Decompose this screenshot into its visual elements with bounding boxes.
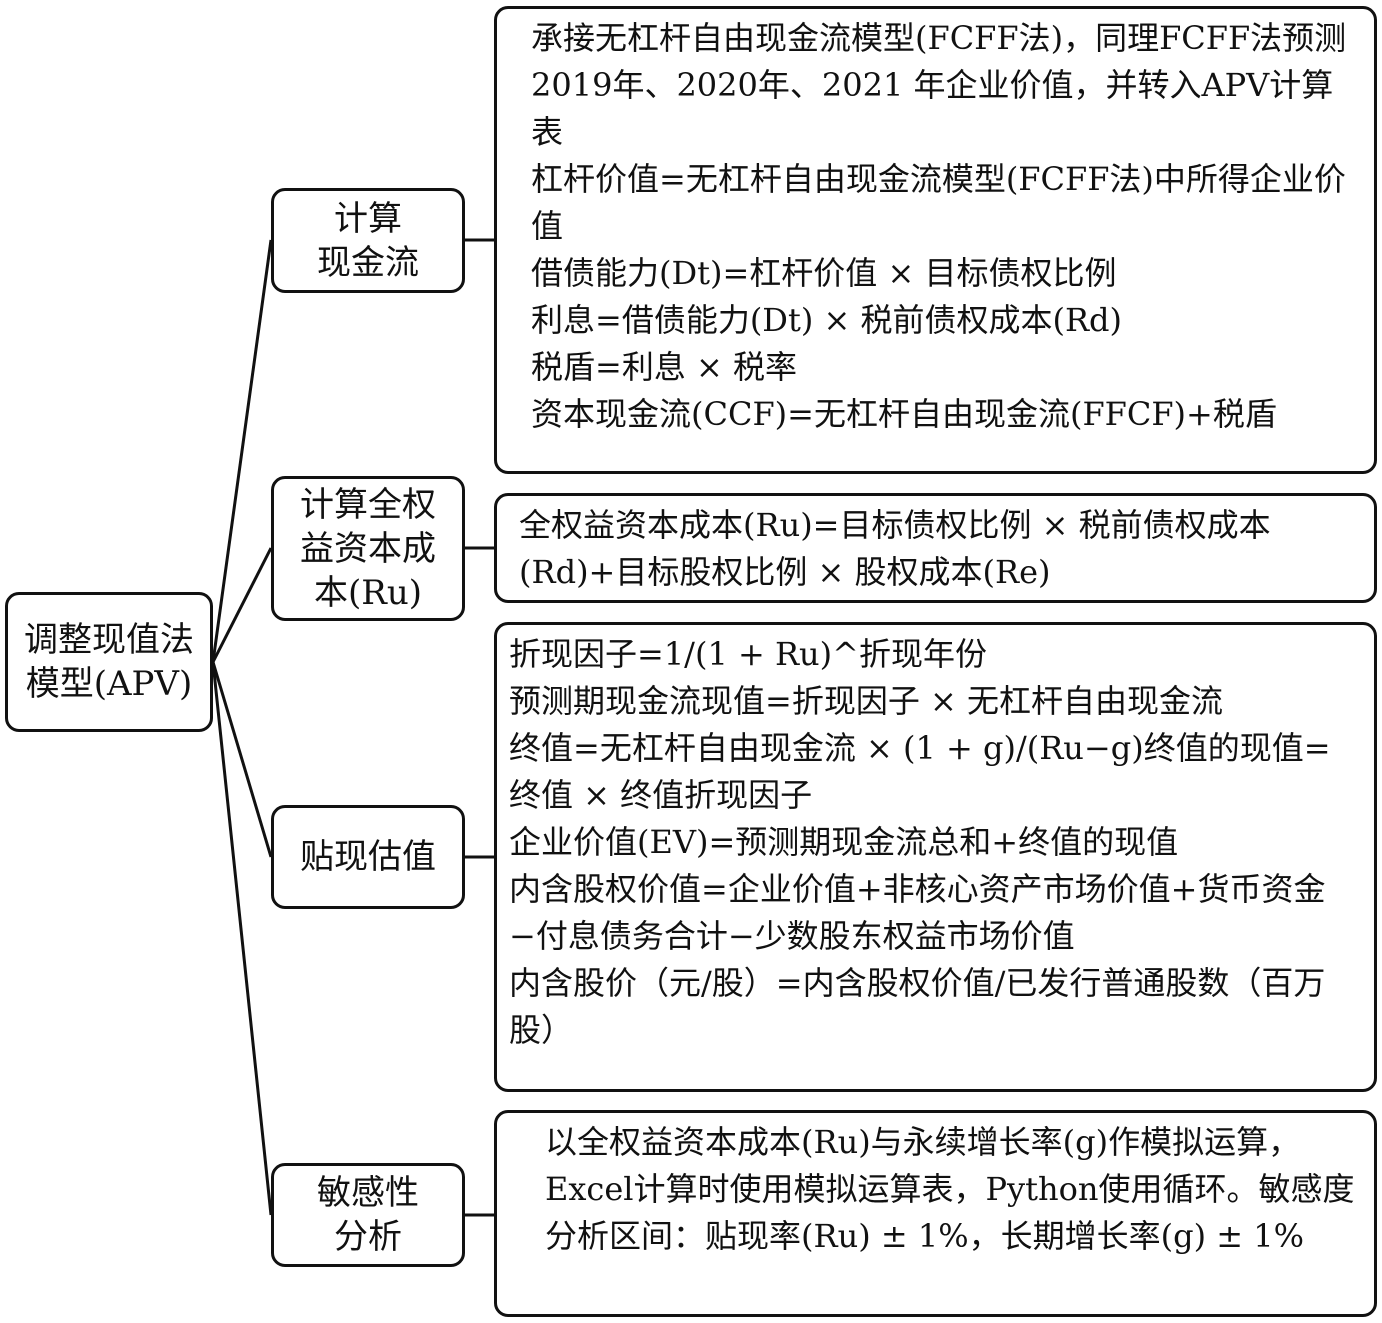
branch-label-line: 贴现估值 <box>300 837 436 877</box>
branch-label-line: 本(Ru) <box>313 572 423 613</box>
detail-item: 内含股价（元/股）=内含股权价值/已发行普通股数（百万股） <box>509 964 1326 1049</box>
branch-label-line: 现金流 <box>317 242 419 283</box>
branch-calc-unlevered-cost: 计算全权 益资本成 本(Ru) <box>271 476 465 621</box>
detail-item: 企业价值(EV)=预测期现金流总和+终值的现值 <box>509 823 1179 861</box>
detail-item: 折现因子=1/(1 + Ru)^折现年份 <box>509 635 987 673</box>
detail-box-unlevered-cost: 全权益资本成本(Ru)=目标债权比例 × 税前债权成本(Rd)+目标股权比例 ×… <box>494 493 1377 603</box>
branch-discount-valuation: 贴现估值 <box>271 805 465 909</box>
detail-item: 终值=无杠杆自由现金流 × (1 + g)/(Ru−g)终值的现值=终值 × 终… <box>509 729 1331 814</box>
branch-label-line: 分析 <box>334 1217 402 1257</box>
detail-item: 利息=借债能力(Dt) × 税前债权成本(Rd) <box>531 301 1123 339</box>
branch-label-line: 计算全权 <box>300 484 436 525</box>
branch-label-line: 益资本成 <box>300 528 436 569</box>
detail-box-sensitivity: 以全权益资本成本(Ru)与永续增长率(g)作模拟运算，Excel计算时使用模拟运… <box>494 1110 1377 1317</box>
connector-root-branch1 <box>211 239 273 663</box>
detail-item: 承接无杠杆自由现金流模型(FCFF法)，同理FCFF法预测2019年、2020年… <box>531 19 1347 151</box>
branch-label-line: 敏感性 <box>317 1173 419 1213</box>
root-node: 调整现值法 模型(APV) <box>5 592 213 732</box>
detail-box-cashflow: 承接无杠杆自由现金流模型(FCFF法)，同理FCFF法预测2019年、2020年… <box>494 6 1377 474</box>
branch-sensitivity-analysis: 敏感性 分析 <box>271 1163 465 1267</box>
branch-calc-cashflow: 计算 现金流 <box>271 188 465 293</box>
detail-item: 税盾=利息 × 税率 <box>531 348 797 386</box>
detail-item: 借债能力(Dt)=杠杆价值 × 目标债权比例 <box>531 254 1117 292</box>
detail-item: 全权益资本成本(Ru)=目标债权比例 × 税前债权成本(Rd)+目标股权比例 ×… <box>519 506 1271 591</box>
connector-root-branch2 <box>211 547 273 663</box>
detail-item: 预测期现金流现值=折现因子 × 无杠杆自由现金流 <box>509 682 1223 720</box>
branch-label-line: 计算 <box>334 198 402 239</box>
connector-root-branch4 <box>211 661 273 1216</box>
detail-item: 杠杆价值=无杠杆自由现金流模型(FCFF法)中所得企业价值 <box>531 160 1346 245</box>
connector-root-branch3 <box>211 661 273 858</box>
detail-item: 内含股权价值=企业价值+非核心资产市场价值+货币资金−付息债务合计−少数股东权益… <box>509 870 1326 955</box>
detail-box-discount-valuation: 折现因子=1/(1 + Ru)^折现年份 预测期现金流现值=折现因子 × 无杠杆… <box>494 622 1377 1092</box>
root-label-line2: 模型(APV) <box>25 664 193 704</box>
detail-item: 以全权益资本成本(Ru)与永续增长率(g)作模拟运算，Excel计算时使用模拟运… <box>545 1123 1355 1255</box>
root-label-line1: 调整现值法 <box>24 620 194 660</box>
detail-item: 资本现金流(CCF)=无杠杆自由现金流(FFCF)+税盾 <box>531 395 1277 433</box>
